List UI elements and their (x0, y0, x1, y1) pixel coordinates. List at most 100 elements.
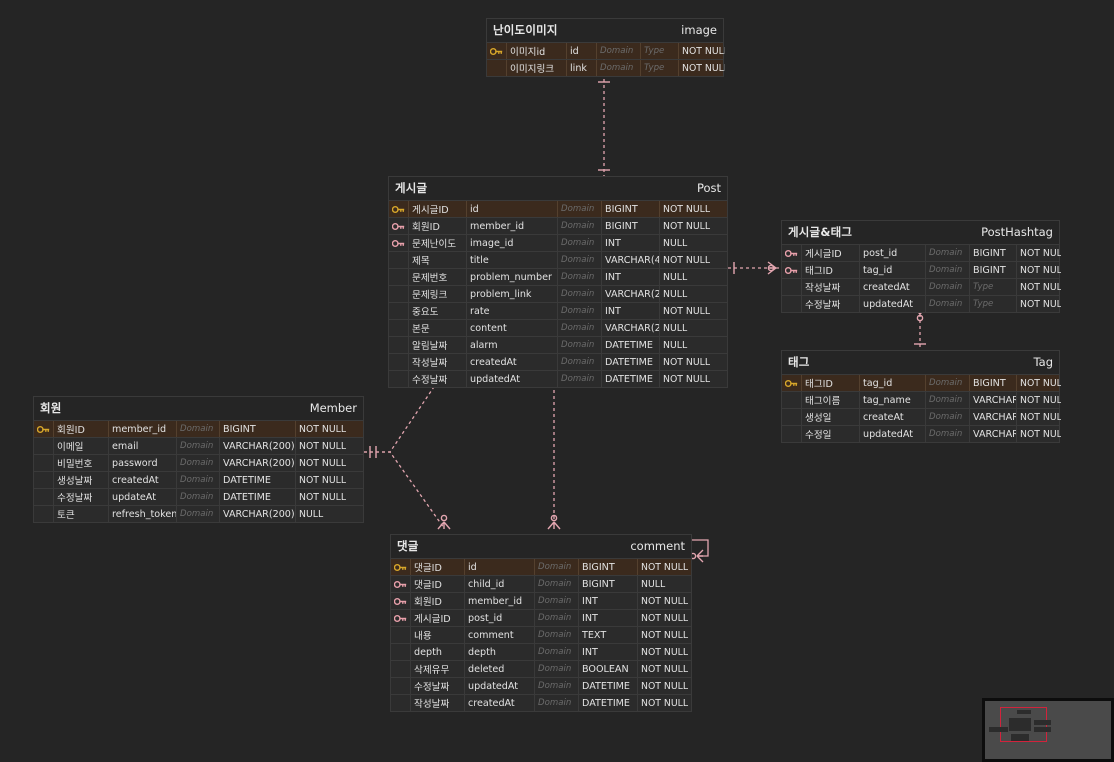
table-physical-name: Tag (1033, 355, 1053, 369)
column-type: INT (579, 610, 638, 626)
column-type: VARCHAR (970, 392, 1017, 408)
column-logical-name: 비밀번호 (54, 455, 109, 471)
column-nullability: NOT NULL (641, 561, 689, 573)
foreign-key-icon (394, 597, 407, 605)
column-type: Type (641, 43, 679, 59)
column-domain: Domain (558, 354, 602, 370)
table-logical-name: 댓글 (397, 539, 419, 553)
column-nullability: NOT NULL (663, 305, 711, 317)
key-cell (487, 60, 507, 76)
column-nullability: NOT NULL (299, 474, 347, 486)
column-domain: Domain (558, 320, 602, 336)
column-type: BIGINT (970, 262, 1017, 278)
column-domain: Domain (926, 392, 970, 408)
table-logical-name: 난이도이미지 (493, 23, 558, 37)
primary-key-icon (394, 563, 407, 571)
column-domain: Domain (535, 610, 579, 626)
foreign-key-icon (394, 580, 407, 588)
primary-key-icon (392, 205, 405, 213)
column-logical-name: 태그이름 (802, 392, 860, 408)
column-physical-name: id (465, 559, 535, 575)
column-domain: Domain (558, 235, 602, 251)
column-physical-name: email (109, 438, 177, 454)
column-physical-name: updatedAt (860, 426, 926, 442)
column-domain: Domain (926, 245, 970, 261)
column-physical-name: image_id (467, 235, 558, 251)
column-nullability: NOT NULL (1020, 394, 1061, 406)
minimap[interactable] (982, 698, 1114, 762)
column-nullability: NULL (663, 339, 688, 351)
column-type: BIGINT (970, 245, 1017, 261)
column-domain: Domain (926, 375, 970, 391)
column-logical-name: 작성날짜 (411, 695, 465, 711)
column-physical-name: problem_number (467, 269, 558, 285)
key-cell (391, 576, 411, 592)
key-cell (391, 661, 411, 677)
minimap-table-block (1034, 720, 1051, 725)
column-nullability: NULL (663, 237, 688, 249)
column-nullability: NOT NULL (663, 203, 711, 215)
column-logical-name: 문제링크 (409, 286, 467, 302)
column-domain: Domain (558, 201, 602, 217)
column-nullability: NOT NULL (641, 697, 689, 709)
column-type: VARCHAR(200) (220, 438, 296, 454)
card-posthashtag-optional (767, 264, 775, 272)
table-logical-name: 게시글 (395, 181, 428, 195)
minimap-table-block (1034, 727, 1051, 732)
column-logical-name: 게시글ID (802, 245, 860, 261)
column-logical-name: 수정날짜 (54, 489, 109, 505)
